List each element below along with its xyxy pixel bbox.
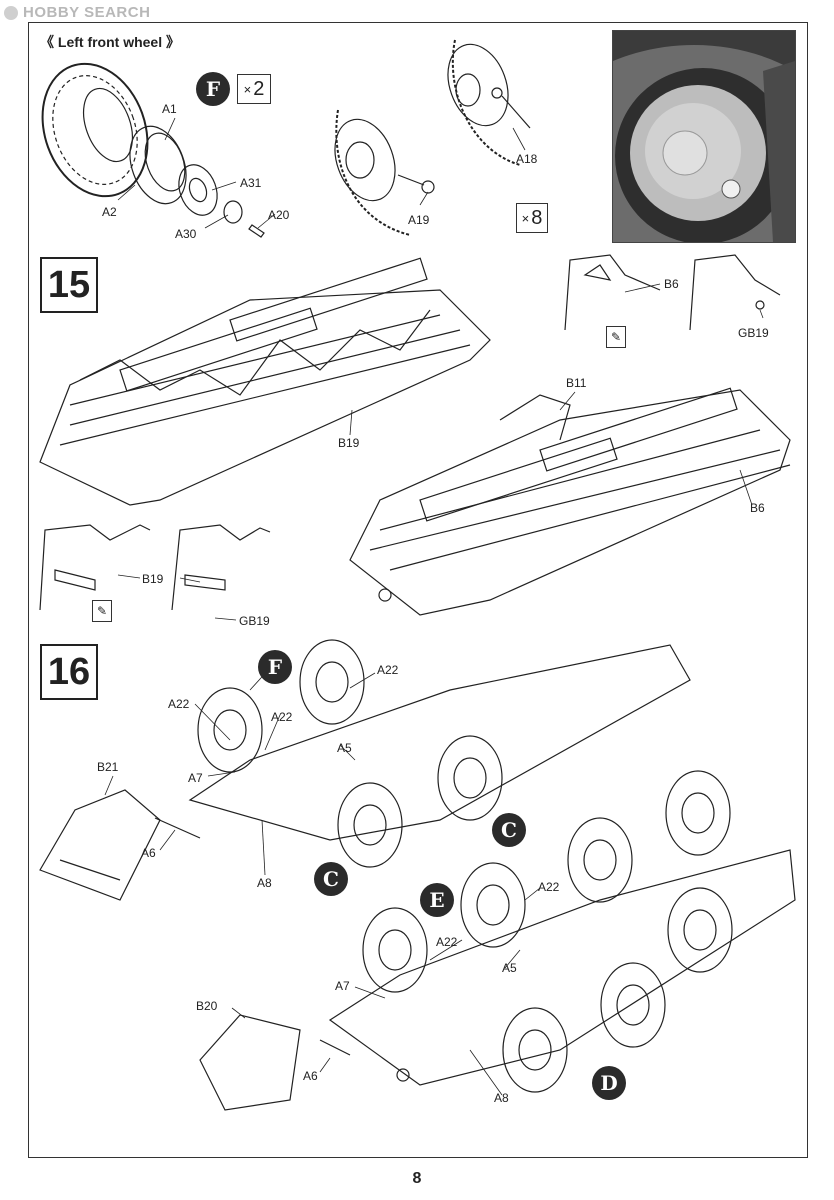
wheel-view-a19 <box>334 109 435 236</box>
quantity-box-x8: ×8 <box>516 203 548 233</box>
chassis-step16-top <box>39 639 691 901</box>
label-a7: A7 <box>188 771 203 785</box>
step-number-15: 15 <box>40 257 98 313</box>
label-a22: A22 <box>377 663 399 677</box>
label-a5: A5 <box>337 741 352 755</box>
label-a6: A6 <box>303 1069 318 1083</box>
label-b6-side: B6 <box>750 501 765 515</box>
label-b21: B21 <box>97 760 119 774</box>
assembly-badge-c: C <box>492 813 526 847</box>
detail-b19 <box>39 524 271 611</box>
section-title: 《 Left front wheel 》 <box>40 34 180 50</box>
label-b6-top: B6 <box>664 277 679 291</box>
label-a31: A31 <box>240 176 262 190</box>
chassis-step15 <box>39 257 491 506</box>
label-b19-detail: B19 <box>142 572 164 586</box>
label-a19: A19 <box>408 213 430 227</box>
chassis-step16-bottom <box>199 770 796 1111</box>
assembly-badge-c: C <box>314 862 348 896</box>
label-a5: A5 <box>502 961 517 975</box>
label-a30: A30 <box>175 227 197 241</box>
label-a7: A7 <box>335 979 350 993</box>
assembly-badge-f: F <box>196 72 230 106</box>
page-number: 8 <box>412 1170 422 1187</box>
label-a1: A1 <box>162 102 177 116</box>
detail-b6-top <box>564 254 781 331</box>
watermark: HOBBY SEARCH <box>4 4 150 21</box>
tire-drawing <box>41 62 149 198</box>
label-a22: A22 <box>271 710 293 724</box>
label-a8: A8 <box>257 876 272 890</box>
label-b20: B20 <box>196 999 218 1013</box>
chassis-step15-right <box>349 387 791 616</box>
glue-icon: ✎ <box>606 326 626 348</box>
step-number-16: 16 <box>40 644 98 700</box>
label-a6: A6 <box>141 846 156 860</box>
assembly-badge-e: E <box>420 883 454 917</box>
quantity-box-x2: ×2 <box>237 74 271 104</box>
label-a20: A20 <box>268 208 290 222</box>
label-a22: A22 <box>436 935 458 949</box>
rim-drawing <box>129 125 265 238</box>
assembly-badge-f: F <box>258 650 292 684</box>
reference-photo-wheel <box>612 30 796 243</box>
wheel-view-a18 <box>447 39 531 166</box>
label-a2: A2 <box>102 205 117 219</box>
watermark-logo-icon <box>4 5 18 20</box>
page-frame <box>28 22 808 1158</box>
label-b19-main: B19 <box>338 436 360 450</box>
label-b11: B11 <box>566 376 587 390</box>
assembly-badge-d: D <box>592 1066 626 1100</box>
label-a22: A22 <box>538 880 560 894</box>
label-a18: A18 <box>516 152 538 166</box>
label-gb19-detail: GB19 <box>239 614 270 628</box>
label-a22: A22 <box>168 697 190 711</box>
leader-lines <box>104 117 764 1096</box>
glue-icon: ✎ <box>92 600 112 622</box>
label-gb19-top: GB19 <box>738 326 769 340</box>
label-a8: A8 <box>494 1091 509 1105</box>
